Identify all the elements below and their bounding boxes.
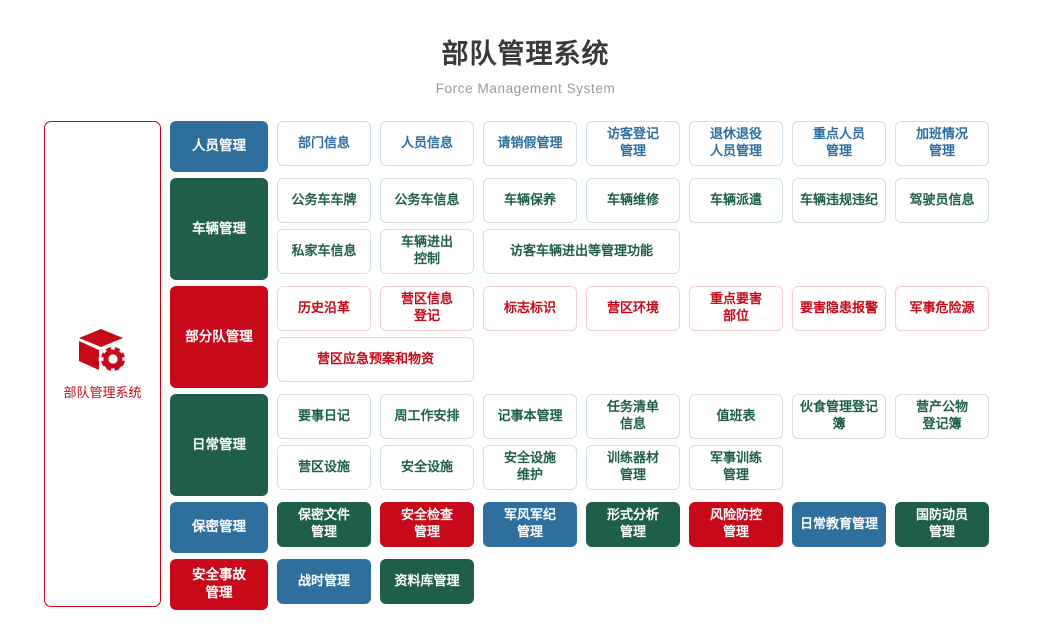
category-button[interactable]: 车辆管理 xyxy=(170,177,268,280)
module-item[interactable]: 访客登记 管理 xyxy=(586,120,680,166)
module-item[interactable]: 标志标识 xyxy=(483,285,577,331)
module-item[interactable]: 军事危险源 xyxy=(895,285,989,331)
module-item[interactable]: 重点要害 部位 xyxy=(689,285,783,331)
module-row: 保密管理保密文件 管理安全检查 管理军风军纪 管理形式分析 管理风险防控 管理日… xyxy=(170,501,1051,553)
module-item-list: 战时管理资料库管理 xyxy=(277,558,1051,610)
module-item[interactable]: 车辆保养 xyxy=(483,177,577,223)
module-item[interactable]: 访客车辆进出等管理功能 xyxy=(483,228,680,274)
module-item[interactable]: 人员信息 xyxy=(380,120,474,166)
module-item[interactable]: 车辆维修 xyxy=(586,177,680,223)
module-item[interactable]: 车辆进出 控制 xyxy=(380,228,474,274)
module-item[interactable]: 私家车信息 xyxy=(277,228,371,274)
sidebar-logo-panel: 部队管理系统 xyxy=(44,120,161,607)
module-item[interactable]: 记事本管理 xyxy=(483,393,577,439)
module-item[interactable]: 保密文件 管理 xyxy=(277,501,371,547)
module-item[interactable]: 训练器材 管理 xyxy=(586,444,680,490)
module-row: 安全事故 管理战时管理资料库管理 xyxy=(170,558,1051,610)
page-body: 部队管理系统 人员管理部门信息人员信息请销假管理访客登记 管理退休退役 人员管理… xyxy=(0,120,1051,616)
module-item[interactable]: 加班情况 管理 xyxy=(895,120,989,166)
module-item[interactable]: 车辆违规违纪 xyxy=(792,177,886,223)
sidebar-inner: 部队管理系统 xyxy=(63,327,142,401)
module-item[interactable]: 军风军纪 管理 xyxy=(483,501,577,547)
module-row: 部分队管理历史沿革营区信息 登记标志标识营区环境重点要害 部位要害隐患报警军事危… xyxy=(170,285,1051,388)
module-item[interactable]: 形式分析 管理 xyxy=(586,501,680,547)
module-item[interactable]: 退休退役 人员管理 xyxy=(689,120,783,166)
module-item[interactable]: 营区设施 xyxy=(277,444,371,490)
module-row: 车辆管理公务车车牌公务车信息车辆保养车辆维修车辆派遣车辆违规违纪驾驶员信息私家车… xyxy=(170,177,1051,280)
module-item[interactable]: 风险防控 管理 xyxy=(689,501,783,547)
module-item[interactable]: 公务车信息 xyxy=(380,177,474,223)
module-item[interactable]: 历史沿革 xyxy=(277,285,371,331)
module-item[interactable]: 安全检查 管理 xyxy=(380,501,474,547)
category-button[interactable]: 保密管理 xyxy=(170,501,268,553)
module-item-list: 公务车车牌公务车信息车辆保养车辆维修车辆派遣车辆违规违纪驾驶员信息私家车信息车辆… xyxy=(277,177,1051,280)
module-item[interactable]: 国防动员 管理 xyxy=(895,501,989,547)
category-button[interactable]: 部分队管理 xyxy=(170,285,268,388)
module-item[interactable]: 驾驶员信息 xyxy=(895,177,989,223)
module-item[interactable]: 车辆派遣 xyxy=(689,177,783,223)
module-row: 日常管理要事日记周工作安排记事本管理任务清单 信息值班表伙食管理登记簿营产公物 … xyxy=(170,393,1051,496)
page-title: 部队管理系统 xyxy=(441,39,610,69)
module-item[interactable]: 安全设施 维护 xyxy=(483,444,577,490)
module-item[interactable]: 伙食管理登记簿 xyxy=(792,393,886,439)
module-item[interactable]: 值班表 xyxy=(689,393,783,439)
module-item[interactable]: 要事日记 xyxy=(277,393,371,439)
module-item[interactable]: 请销假管理 xyxy=(483,120,577,166)
module-item[interactable]: 营区应急预案和物资 xyxy=(277,336,474,382)
cube-gear-icon xyxy=(79,328,128,373)
page-subtitle: Force Management System xyxy=(435,80,616,96)
module-item[interactable]: 营产公物 登记簿 xyxy=(895,393,989,439)
module-item-list: 部门信息人员信息请销假管理访客登记 管理退休退役 人员管理重点人员 管理加班情况… xyxy=(277,120,1051,172)
module-item[interactable]: 安全设施 xyxy=(380,444,474,490)
category-button[interactable]: 安全事故 管理 xyxy=(170,558,268,610)
module-item-list: 要事日记周工作安排记事本管理任务清单 信息值班表伙食管理登记簿营产公物 登记簿营… xyxy=(277,393,1051,496)
sidebar-label: 部队管理系统 xyxy=(63,384,142,400)
page-header: 部队管理系统 Force Management System xyxy=(0,0,1051,96)
category-button[interactable]: 人员管理 xyxy=(170,120,268,172)
module-item-list: 历史沿革营区信息 登记标志标识营区环境重点要害 部位要害隐患报警军事危险源营区应… xyxy=(277,285,1051,388)
module-item[interactable]: 营区信息 登记 xyxy=(380,285,474,331)
module-item[interactable]: 日常教育管理 xyxy=(792,501,886,547)
module-item[interactable]: 营区环境 xyxy=(586,285,680,331)
module-item[interactable]: 公务车车牌 xyxy=(277,177,371,223)
module-item[interactable]: 周工作安排 xyxy=(380,393,474,439)
module-item[interactable]: 战时管理 xyxy=(277,558,371,604)
module-item[interactable]: 军事训练 管理 xyxy=(689,444,783,490)
module-item-list: 保密文件 管理安全检查 管理军风军纪 管理形式分析 管理风险防控 管理日常教育管… xyxy=(277,501,1051,553)
module-item[interactable]: 部门信息 xyxy=(277,120,371,166)
category-button[interactable]: 日常管理 xyxy=(170,393,268,496)
module-item[interactable]: 任务清单 信息 xyxy=(586,393,680,439)
module-row: 人员管理部门信息人员信息请销假管理访客登记 管理退休退役 人员管理重点人员 管理… xyxy=(170,120,1051,172)
module-grid: 人员管理部门信息人员信息请销假管理访客登记 管理退休退役 人员管理重点人员 管理… xyxy=(170,120,1051,616)
module-item[interactable]: 要害隐患报警 xyxy=(792,285,886,331)
module-item[interactable]: 资料库管理 xyxy=(380,558,474,604)
module-item[interactable]: 重点人员 管理 xyxy=(792,120,886,166)
